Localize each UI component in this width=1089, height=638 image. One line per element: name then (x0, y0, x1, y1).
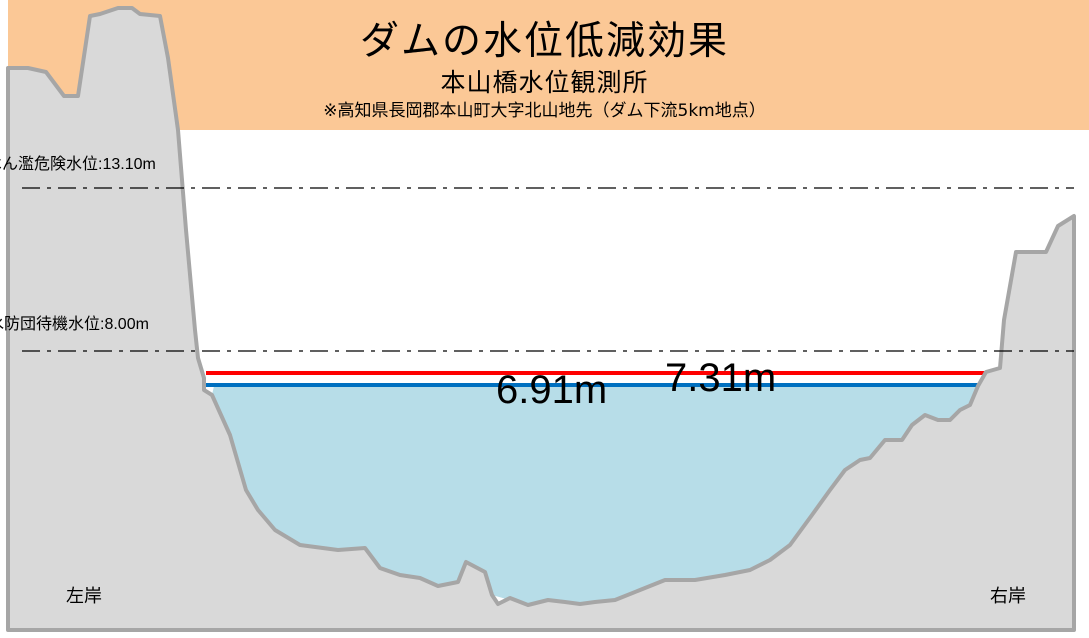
water-area (212, 386, 978, 605)
title-main: ダムの水位低減効果 (359, 19, 729, 64)
right-bank-label: 右岸 (990, 586, 1026, 607)
title-location: ※高知県長岡郡本山町大字北山地先（ダム下流5km地点） (323, 101, 766, 121)
standby-level-label: 水防団待機水位:8.00m (0, 316, 149, 333)
without-dam-level-value: 7.31m (665, 356, 777, 400)
ground-terrain (6, 6, 1076, 632)
left-bank-label: 左岸 (66, 586, 102, 607)
title-station: 本山橋水位観測所 (440, 68, 649, 97)
title-band (8, 0, 1089, 130)
flood-danger-level-label: はん濫危険水位:13.10m (0, 156, 156, 173)
with-dam-level-value: 6.91m (496, 368, 608, 412)
